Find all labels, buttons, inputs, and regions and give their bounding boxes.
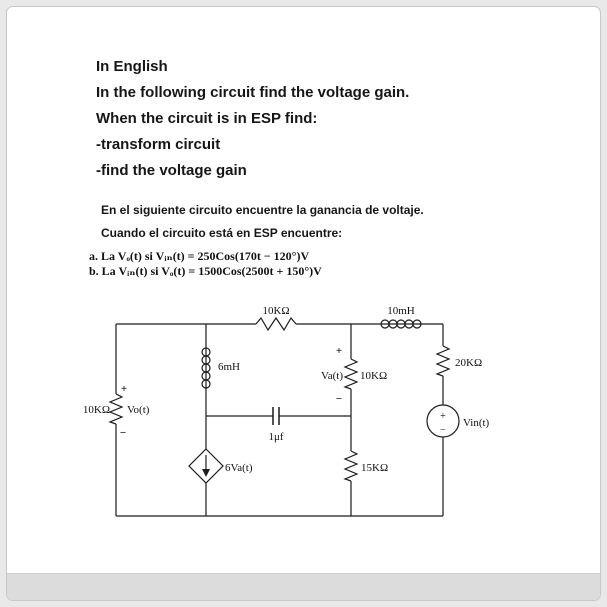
- vo-minus-sign: −: [120, 427, 126, 439]
- label-va: Va(t): [321, 370, 343, 382]
- page-bottom-margin: [7, 573, 600, 600]
- instruction-line: Cuando el circuito está en ESP encuentre…: [101, 226, 343, 240]
- instruction-line: En el siguiente circuito encuentre la ga…: [101, 203, 424, 217]
- label-vin: Vin(t): [463, 417, 490, 429]
- problem-items: a. La Vₒ(t) si Vᵢₙ(t) = 250Cos(170t − 12…: [89, 249, 322, 279]
- inductor-10mh: [380, 319, 422, 329]
- spanish-instructions: En el siguiente circuito encuentre la ga…: [101, 203, 424, 249]
- label-vo: Vo(t): [127, 404, 150, 416]
- va-minus-sign: −: [336, 393, 342, 405]
- instruction-line: -transform circuit: [96, 136, 221, 153]
- resistor-top-10k: [255, 316, 297, 332]
- label-va-resistor: 10KΩ: [360, 370, 387, 382]
- document-page: In English In the following circuit find…: [6, 6, 601, 601]
- vin-minus-sign: −: [440, 425, 446, 436]
- va-plus-sign: +: [336, 345, 342, 357]
- resistor-15k: [343, 450, 359, 482]
- problem-item-b: b. La Vᵢₙ(t) si Vₒ(t) = 1500Cos(2500t + …: [89, 264, 322, 278]
- instruction-line: When the circuit is in ESP find:: [96, 110, 318, 127]
- label-top-resistor: 10KΩ: [262, 305, 289, 317]
- resistor-20k: [435, 345, 451, 377]
- instruction-line: -find the voltage gain: [96, 162, 247, 179]
- circuit-wires: [115, 323, 444, 517]
- source-vin: [426, 404, 460, 438]
- resistor-output-10k: [108, 393, 124, 425]
- dependent-source-6va: [188, 448, 224, 484]
- resistor-va-10k: [343, 358, 359, 390]
- label-capacitor: 1μf: [268, 431, 283, 443]
- label-output-resistor: 10KΩ: [83, 404, 110, 416]
- label-bottom-resistor: 15KΩ: [361, 462, 388, 474]
- instruction-line: In English: [96, 58, 168, 75]
- capacitor-1uf: [272, 407, 280, 425]
- label-right-resistor: 20KΩ: [455, 357, 482, 369]
- vin-plus-sign: +: [440, 411, 446, 422]
- label-left-inductor: 6mH: [218, 361, 240, 373]
- inductor-6mh: [201, 347, 211, 389]
- vo-plus-sign: +: [121, 383, 127, 395]
- label-dependent-source: 6Va(t): [225, 462, 253, 474]
- english-instructions: In English In the following circuit find…: [96, 58, 409, 188]
- problem-item-a: a. La Vₒ(t) si Vᵢₙ(t) = 250Cos(170t − 12…: [89, 249, 310, 263]
- label-top-inductor: 10mH: [387, 305, 415, 317]
- circuit-diagram: 10KΩ 10mH 6mH 20KΩ + Va(t) 10KΩ − + 10KΩ…: [83, 305, 490, 517]
- instruction-line: In the following circuit find the voltag…: [96, 84, 410, 101]
